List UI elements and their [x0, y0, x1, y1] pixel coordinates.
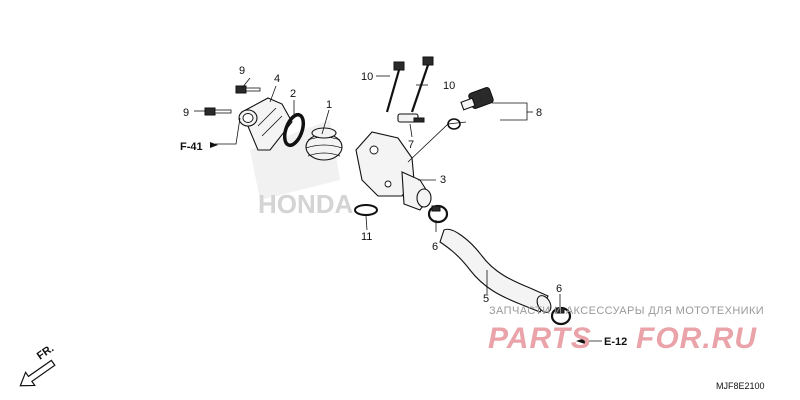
watermark-brand-right: FOR.RU — [636, 322, 757, 355]
callout-5: 5 — [483, 293, 489, 305]
arrow-left-icon — [576, 338, 585, 344]
water-hose-part-5 — [439, 228, 552, 313]
callout-7: 7 — [408, 139, 414, 151]
gasket-part-11 — [354, 204, 378, 216]
front-arrow-icon — [19, 359, 56, 387]
thermostat-part-1 — [305, 127, 343, 161]
reference-e12: E-12 — [604, 336, 627, 348]
hose-clamp-part-6-upper — [427, 204, 449, 224]
arrow-right-icon — [210, 142, 218, 148]
thermostat-cover-part — [238, 97, 293, 151]
callout-6-upper: 6 — [432, 241, 438, 253]
callout-11: 11 — [361, 231, 372, 243]
reference-f41: F-41 — [180, 141, 203, 153]
thermostat-housing-part-3 — [355, 131, 432, 211]
bolt-part-9-lower — [204, 107, 232, 116]
callout-4: 4 — [274, 73, 280, 85]
watermark-shop-text: ЗАПЧАСТИ И АКСЕССУАРЫ ДЛЯ МОТОТЕХНИКИ — [489, 305, 764, 317]
o-ring-part-2 — [282, 112, 306, 148]
callout-10-right: 10 — [443, 80, 455, 92]
honda-logo-text: HONDA — [258, 189, 354, 219]
callout-9-upper: 9 — [239, 65, 245, 77]
callout-6-lower: 6 — [556, 283, 562, 295]
bolt-part-10-right — [410, 56, 434, 113]
watermark-brand-left: PARTS — [488, 322, 592, 355]
diagram-code: MJF8E2100 — [716, 381, 765, 391]
bolt-part-10-left — [385, 61, 405, 113]
callout-8: 8 — [536, 107, 542, 119]
front-label: FR. — [35, 342, 56, 362]
leader-lines — [194, 75, 561, 308]
callout-10-left: 10 — [361, 71, 373, 83]
bolt-part-9-upper — [235, 85, 261, 94]
callout-3: 3 — [440, 174, 446, 186]
fitting-part-7 — [397, 113, 425, 123]
callout-9-lower: 9 — [183, 107, 189, 119]
callout-1: 1 — [326, 99, 332, 111]
sensor-part-8 — [447, 87, 494, 130]
callout-2: 2 — [290, 88, 296, 100]
